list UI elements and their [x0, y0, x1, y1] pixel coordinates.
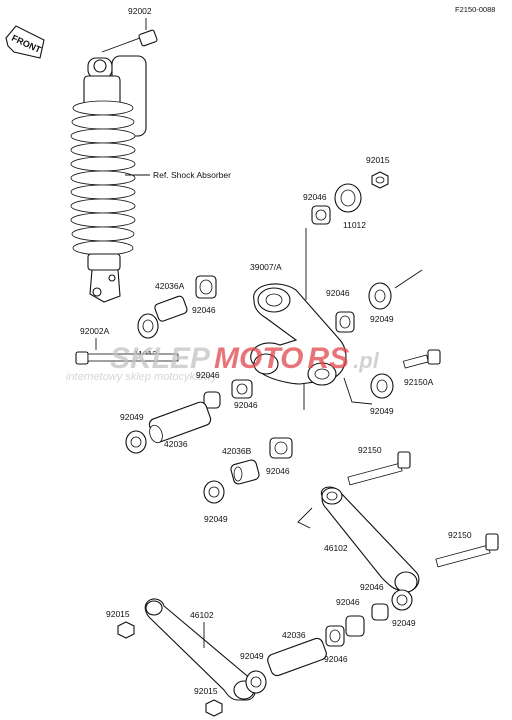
part-label-46102-b: 46102 [190, 610, 214, 620]
part-label-92049-a: 92049 [370, 314, 394, 324]
part-label-92046-a: 92046 [303, 192, 327, 202]
part-label-92046-e: 92046 [234, 400, 258, 410]
bolt-92150-lower [435, 533, 499, 568]
bolt-92002A [75, 351, 179, 365]
ref-shock-absorber-label: Ref. Shock Absorber [153, 170, 231, 180]
part-label-92049-c: 92049 [120, 412, 144, 422]
part-label-92049-b: 92049 [370, 406, 394, 416]
part-label-11012-a: 11012 [343, 220, 366, 230]
watermark-brand-suffix: .pl [353, 348, 380, 373]
part-label-92049-d: 92049 [204, 514, 228, 524]
part-label-42036-b: 42036 [282, 630, 306, 640]
part-label-42036A: 42036A [155, 281, 185, 291]
spacer-tube-42036-lower [267, 637, 327, 677]
shock-spring [70, 100, 136, 256]
part-label-92046-g: 92046 [360, 582, 384, 592]
front-arrow-icon: FRONT [5, 25, 45, 59]
part-label-92150-a: 92150 [358, 445, 382, 455]
part-label-92046-d: 92046 [196, 370, 220, 380]
part-label-39007A: 39007/A [250, 262, 282, 272]
part-label-92049-f: 92049 [240, 651, 264, 661]
part-label-92150-b: 92150 [448, 530, 472, 540]
part-label-92046-c: 92046 [326, 288, 350, 298]
figure-code: F2150-0088 [455, 5, 495, 14]
bolt-92150A [402, 349, 441, 369]
watermark-brand-3: RS [307, 342, 349, 375]
part-label-92046-h: 92046 [336, 597, 360, 607]
part-label-92049-e: 92049 [392, 618, 416, 628]
part-label-92015-b: 92015 [106, 609, 130, 619]
tie-rod-46102-right [320, 486, 420, 593]
spacer-tube-42036 [148, 401, 212, 444]
part-label-42036-a: 42036 [164, 439, 188, 449]
svg-text:SKLEP MOTO RS: SKLEP MOTO RS .pl [110, 342, 380, 375]
watermark-brand-1: SKLEP [110, 342, 211, 375]
link-arm-39007 [250, 283, 347, 386]
part-label-92015-top: 92015 [366, 155, 390, 165]
watermark: SKLEP MOTO RS .pl internetowy sklep moto… [66, 342, 380, 383]
part-label-92002A: 92002A [80, 326, 110, 336]
part-label-92046-i: 92046 [324, 654, 348, 664]
watermark-tagline: internetowy sklep motocyklowy [66, 371, 219, 383]
part-label-92046-f: 92046 [266, 466, 290, 476]
part-label-92015-c: 92015 [194, 686, 218, 696]
part-label-42036B: 42036B [222, 446, 252, 456]
bolt-92150-upper [347, 451, 411, 486]
part-label-92046-b: 92046 [192, 305, 216, 315]
part-label-46102-a: 46102 [324, 543, 348, 553]
shock-absorber [70, 55, 147, 303]
part-label-92150A: 92150A [404, 377, 434, 387]
bolt-92002 [101, 29, 158, 53]
part-label-92002-top: 92002 [128, 6, 152, 16]
watermark-brand-2: MOTO [214, 342, 303, 375]
